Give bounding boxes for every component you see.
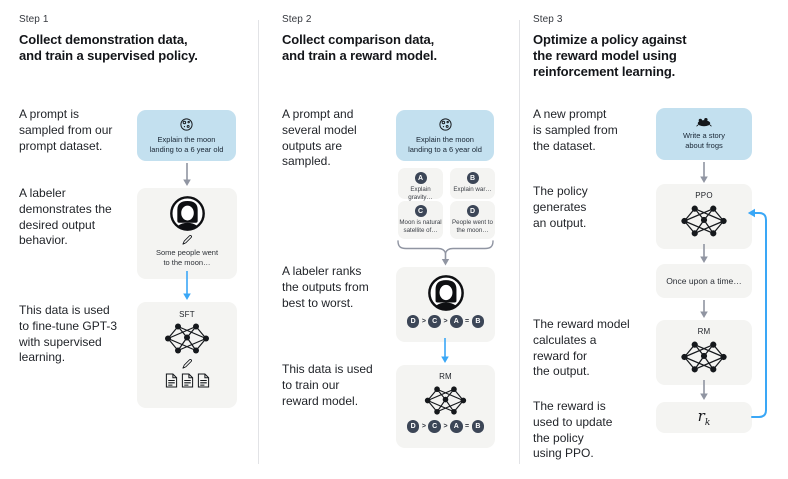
neural-network-icon (681, 205, 727, 237)
output-card-c: C Moon is natural satellite of… (398, 201, 443, 239)
step-1-text-finetune: This data is used to fine-tune GPT-3 wit… (19, 303, 118, 365)
prompt-text: Explain the moon landing to a 6 year old (408, 134, 482, 154)
step-3-text-prompt: A new prompt is sampled from the dataset… (533, 107, 618, 153)
step-2-text-train: This data is used to train our reward mo… (282, 362, 373, 408)
policy-output-text: Once upon a time… (666, 276, 742, 286)
step-1-title: Collect demonstration data, and train a … (19, 32, 198, 64)
moon-icon (438, 118, 452, 131)
neural-network-icon (165, 323, 209, 354)
step-3-text-reward: The reward model calculates a reward for… (533, 317, 630, 379)
feedback-loop-arrow-icon (747, 208, 767, 418)
down-arrow-icon (700, 380, 708, 400)
rank-badge: C (428, 315, 441, 328)
down-arrow-blue-icon (441, 338, 449, 363)
documents-row (165, 373, 210, 388)
output-letter-badge: A (414, 172, 427, 184)
output-letter-badge: B (466, 172, 479, 184)
policy-output-box: Once upon a time… (656, 264, 752, 298)
output-card-text: Moon is natural satellite of… (399, 219, 442, 234)
document-icon (197, 373, 209, 388)
rank-operator: = (465, 317, 470, 325)
rank-badge: B (471, 315, 485, 328)
column-divider (258, 20, 259, 464)
rank-operator: = (465, 422, 470, 430)
rank-badge: B (471, 420, 485, 433)
rank-badge: D (406, 420, 420, 433)
ppo-policy-box: PPO (656, 184, 752, 249)
step-3-label: Step 3 (533, 14, 563, 25)
prompt-text: Explain the moon landing to a 6 year old (149, 134, 224, 154)
down-arrow-icon (700, 244, 708, 263)
rank-operator: > (421, 422, 426, 430)
step-3-text-policy: The policy generates an output. (533, 184, 588, 230)
labeler-icon (427, 275, 464, 311)
document-icon (165, 373, 177, 388)
output-card-text: Explain war… (453, 186, 492, 193)
labeler-icon (169, 196, 205, 231)
step-2-label: Step 2 (282, 14, 312, 25)
output-card-b: B Explain war… (450, 168, 495, 199)
reward-model-box-step3: RM (656, 320, 752, 385)
step-1-label: Step 1 (19, 14, 49, 25)
demonstration-text: Some people went to the moon… (155, 248, 219, 267)
output-letter-badge: D (466, 205, 479, 217)
reward-symbol: rk (697, 407, 711, 428)
ranking-row: D > C > A = B (406, 315, 485, 328)
step-3-title: Optimize a policy against the reward mod… (533, 32, 687, 80)
output-card-text: People went to the moon… (452, 219, 493, 234)
down-arrow-icon (700, 300, 708, 318)
reward-value-box: rk (656, 402, 752, 433)
neural-network-icon (424, 386, 467, 415)
step-3-text-update: The reward is used to update the policy … (533, 399, 613, 461)
moon-icon (180, 118, 193, 131)
prompt-box-step2: Explain the moon landing to a 6 year old (396, 110, 494, 161)
reward-model-box: RM D > C > A = B (396, 365, 495, 448)
output-card-d: D People went to the moon… (450, 201, 495, 239)
ranking-row: D > C > A = B (406, 420, 485, 433)
sft-model-box: SFT (137, 302, 237, 408)
down-arrow-icon (700, 162, 708, 183)
step-2-text-ranks: A labeler ranks the outputs from best to… (282, 264, 369, 310)
rm-label: RM (439, 372, 452, 381)
rank-badge: A (450, 420, 463, 433)
output-card-a: A Explain gravity… (398, 168, 443, 201)
step-1-text-labeler: A labeler demonstrates the desired outpu… (19, 186, 112, 248)
rank-badge: C (428, 420, 441, 433)
column-divider (519, 20, 520, 464)
frog-icon (696, 118, 712, 127)
step-2-title: Collect comparison data, and train a rew… (282, 32, 437, 64)
rank-operator: > (443, 317, 448, 325)
output-letter-badge: C (414, 205, 427, 217)
pencil-icon (182, 234, 193, 245)
demonstration-box: Some people went to the moon… (137, 188, 237, 279)
prompt-box-step1: Explain the moon landing to a 6 year old (137, 110, 236, 161)
rm-label: RM (697, 327, 711, 336)
down-arrow-icon (183, 163, 191, 186)
sft-label: SFT (179, 310, 195, 319)
rank-operator: > (421, 317, 426, 325)
rank-badge: D (406, 315, 420, 328)
ranking-box: D > C > A = B (396, 267, 495, 342)
rank-operator: > (443, 422, 448, 430)
document-icon (181, 373, 193, 388)
merge-brace-icon (397, 240, 494, 266)
pencil-icon (182, 358, 193, 369)
prompt-box-step3: Write a story about frogs (656, 108, 752, 160)
output-card-text: Explain gravity… (408, 186, 433, 201)
down-arrow-blue-icon (183, 271, 191, 300)
prompt-text: Write a story about frogs (683, 131, 725, 150)
neural-network-icon (681, 341, 727, 373)
rank-badge: A (450, 315, 463, 328)
ppo-label: PPO (695, 191, 713, 200)
step-1-text-prompt: A prompt is sampled from our prompt data… (19, 107, 113, 153)
step-2-text-sampled: A prompt and several model outputs are s… (282, 107, 357, 169)
